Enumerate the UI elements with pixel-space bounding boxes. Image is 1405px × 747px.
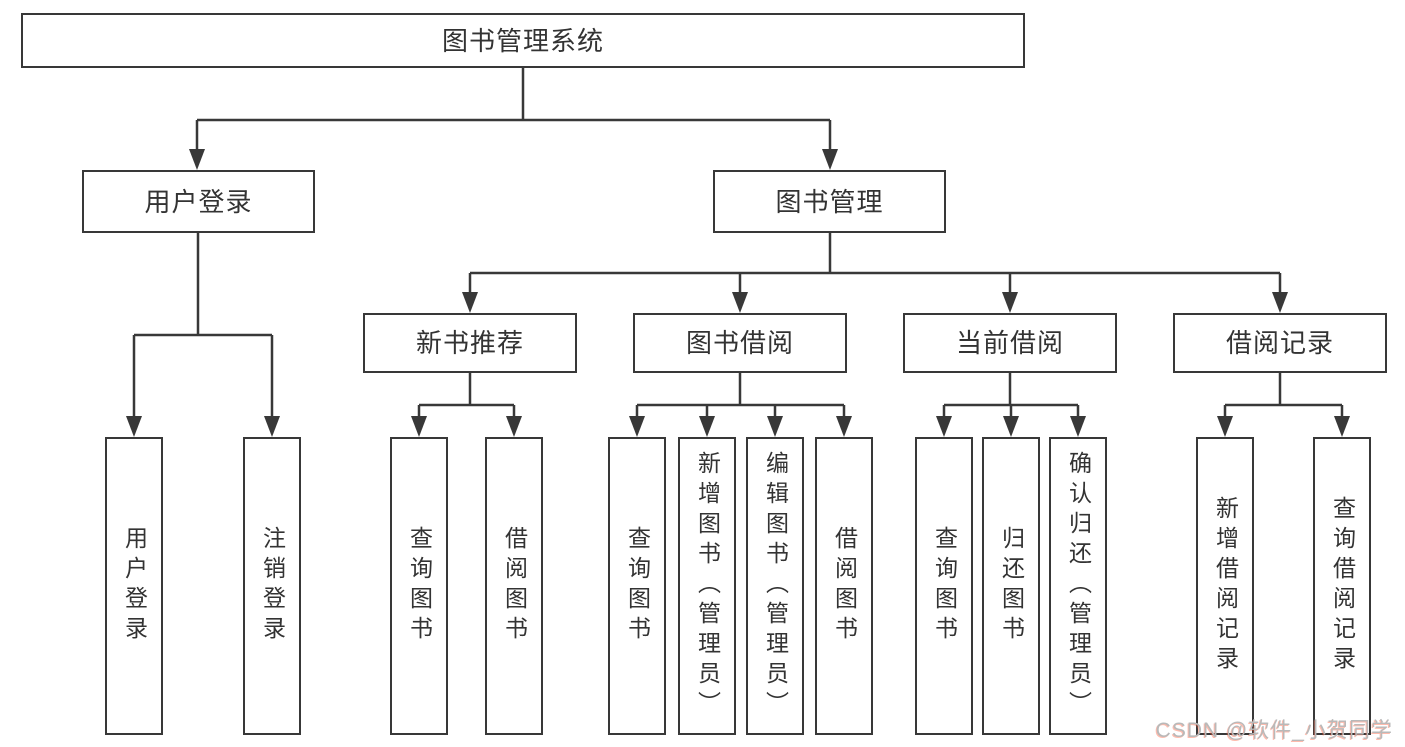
leaf-label: 确认归还（管理员）	[1065, 451, 1092, 721]
leaf-label: 查询图书	[406, 526, 433, 646]
node-label: 图书借阅	[685, 328, 794, 358]
leaf-label: 归还图书	[998, 526, 1025, 646]
leaf-user-login: 用户登录	[105, 437, 163, 735]
node-current-borrow: 当前借阅	[903, 313, 1117, 373]
leaf-label: 借阅图书	[831, 526, 858, 646]
leaf-label: 查询图书	[931, 526, 958, 646]
leaf-borrow-books: 借阅图书	[815, 437, 873, 735]
node-label: 图书管理系统	[441, 25, 604, 56]
node-label: 新书推荐	[415, 328, 524, 358]
leaf-label: 注销登录	[259, 526, 286, 646]
leaf-label: 查询图书	[624, 526, 651, 646]
leaf-query-books-borrow: 查询图书	[608, 437, 666, 735]
leaf-add-borrow-record: 新增借阅记录	[1196, 437, 1254, 735]
leaf-query-books-recommend: 查询图书	[390, 437, 448, 735]
node-book-management: 图书管理	[713, 170, 946, 233]
leaf-add-books-admin: 新增图书（管理员）	[678, 437, 736, 735]
node-borrow-records: 借阅记录	[1173, 313, 1387, 373]
node-user-login: 用户登录	[82, 170, 315, 233]
leaf-label: 编辑图书（管理员）	[762, 451, 789, 721]
csdn-watermark: CSDN @软件_小贺同学	[1155, 719, 1393, 742]
leaf-label: 用户登录	[121, 526, 148, 646]
leaf-return-books: 归还图书	[982, 437, 1040, 735]
node-label: 当前借阅	[955, 328, 1064, 358]
leaf-label: 新增借阅记录	[1212, 496, 1239, 676]
leaf-label: 查询借阅记录	[1329, 496, 1356, 676]
leaf-query-borrow-record: 查询借阅记录	[1313, 437, 1371, 735]
node-label: 图书管理	[775, 186, 884, 217]
leaf-logout: 注销登录	[243, 437, 301, 735]
leaf-edit-books-admin: 编辑图书（管理员）	[746, 437, 804, 735]
leaf-confirm-return-admin: 确认归还（管理员）	[1049, 437, 1107, 735]
node-book-borrow: 图书借阅	[633, 313, 847, 373]
node-new-book-recommend: 新书推荐	[363, 313, 577, 373]
node-label: 用户登录	[144, 186, 253, 217]
leaf-query-books-current: 查询图书	[915, 437, 973, 735]
node-library-management-system: 图书管理系统	[21, 13, 1025, 68]
leaf-label: 新增图书（管理员）	[694, 451, 721, 721]
leaf-borrow-books-recommend: 借阅图书	[485, 437, 543, 735]
node-label: 借阅记录	[1225, 328, 1334, 358]
leaf-label: 借阅图书	[501, 526, 528, 646]
